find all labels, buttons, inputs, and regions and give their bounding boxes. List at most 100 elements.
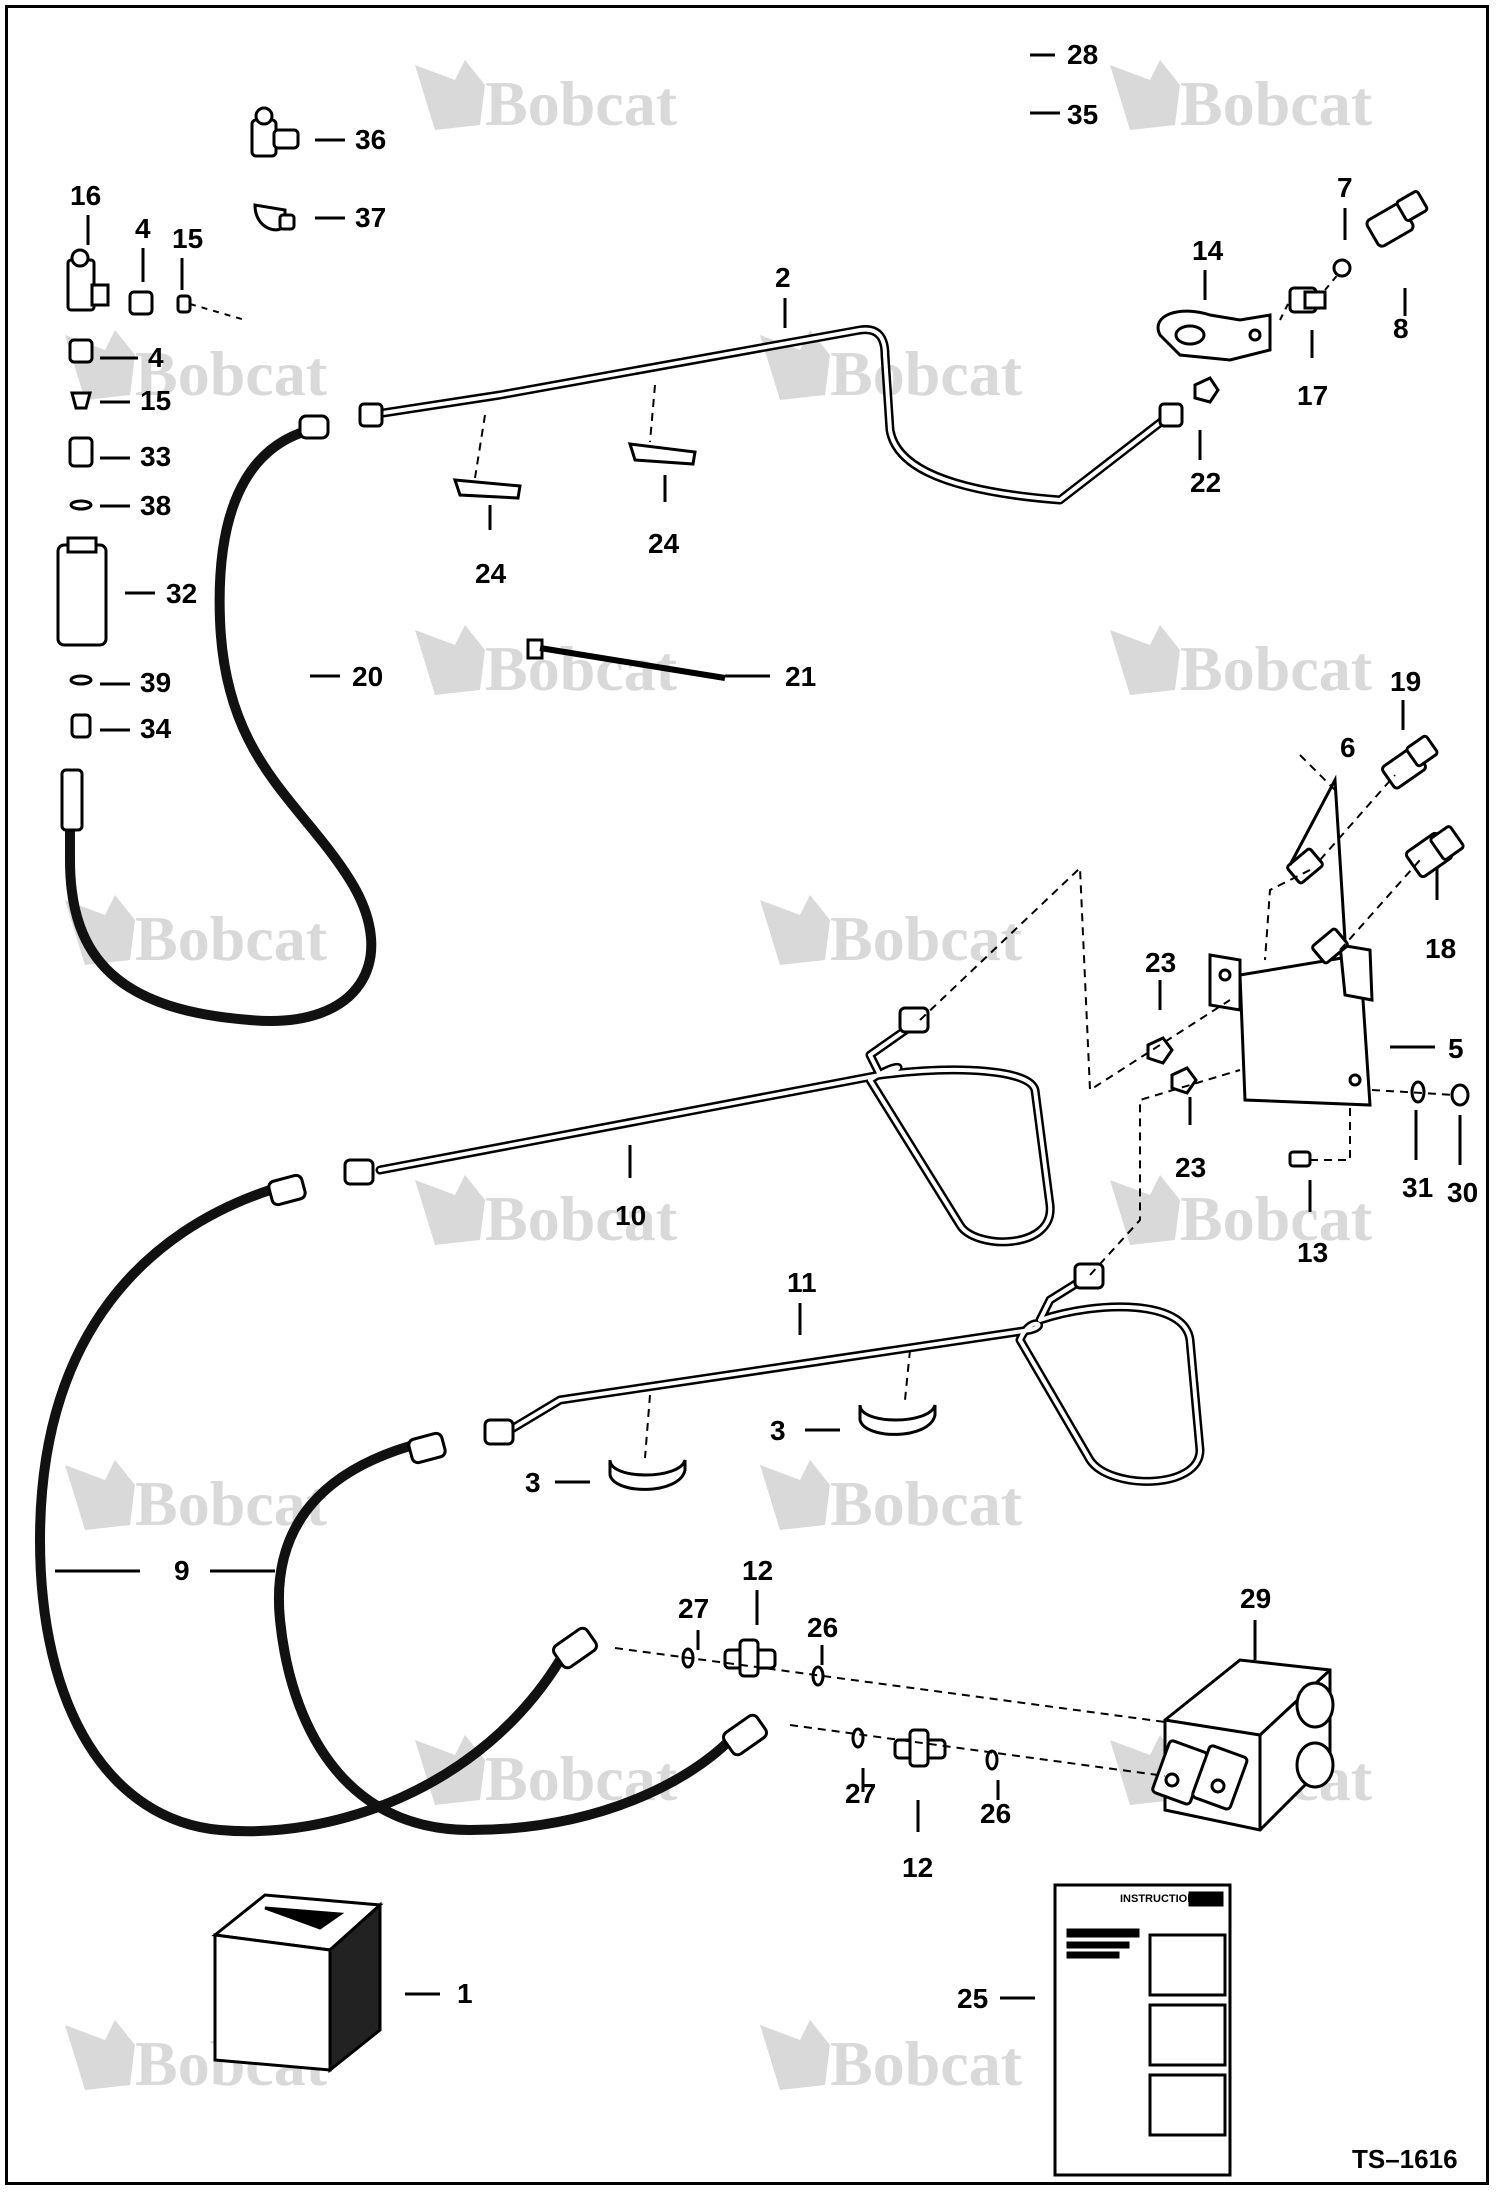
callout-14: 14	[1192, 235, 1224, 266]
callout-27a: 27	[678, 1593, 709, 1624]
bobcat-watermark: Bobcat	[830, 903, 1023, 974]
callout-29: 29	[1240, 1583, 1271, 1614]
bobcat-watermark: Bobcat	[485, 1743, 678, 1814]
bobcat-watermark: Bobcat	[135, 903, 328, 974]
callout-16: 16	[70, 180, 101, 211]
callout-36: 36	[355, 124, 386, 155]
bobcat-logo-icon	[415, 1175, 485, 1245]
callout-30: 30	[1447, 1177, 1478, 1208]
bobcat-watermark: Bobcat	[1180, 68, 1373, 139]
hose-9b	[273, 1441, 735, 1836]
callout-37: 37	[355, 202, 386, 233]
callout-19: 19	[1390, 666, 1421, 697]
callout-12b: 12	[902, 1852, 933, 1883]
callout-6-vee	[1288, 774, 1347, 941]
callout-6: 6	[1340, 732, 1356, 763]
bobcat-watermark: Bobcat	[135, 338, 328, 409]
valve-dashes	[614, 1647, 1166, 1777]
callout-25: 25	[957, 1983, 988, 2014]
callout-38: 38	[140, 490, 171, 521]
drawing-id: TS–1616	[1352, 2144, 1458, 2174]
callouts: 28 35 36 37 16 4 15 4 15 33 38 32 39 34 …	[70, 39, 1478, 2014]
callout-13: 13	[1297, 1237, 1328, 1268]
callout-12a: 12	[742, 1555, 773, 1586]
callout-3b: 3	[525, 1467, 541, 1498]
callout-8: 8	[1393, 313, 1409, 344]
tube-11	[505, 1270, 1205, 1486]
bobcat-logo-icon	[1110, 1175, 1180, 1245]
bobcat-logo-icon	[415, 60, 485, 130]
bobcat-watermark: Bobcat	[830, 338, 1023, 409]
hose-9a	[34, 1185, 565, 1837]
fittings-36-37	[250, 106, 300, 232]
bracket-14-dash	[1279, 271, 1341, 321]
bobcat-logo-icon	[1110, 625, 1180, 695]
bobcat-logo-icon	[415, 625, 485, 695]
callout-20: 20	[352, 661, 383, 692]
callout-26b: 26	[980, 1798, 1011, 1829]
callout-24b: 24	[648, 528, 680, 559]
leader-lines	[55, 53, 1462, 2000]
bobcat-watermark: Bobcat	[485, 1183, 678, 1254]
callout-26a: 26	[807, 1612, 838, 1643]
callout-23a: 23	[1145, 947, 1176, 978]
callout-34: 34	[140, 713, 172, 744]
bobcat-logo-icon	[65, 2020, 135, 2090]
callout-15b: 15	[140, 385, 171, 416]
decal-25	[1053, 1883, 1232, 2177]
bobcat-watermark: Bobcat	[830, 1468, 1023, 1539]
filter-stack	[56, 248, 192, 739]
callout-1: 1	[457, 1978, 473, 2009]
callout-17: 17	[1297, 380, 1328, 411]
bobcat-logo-icon	[760, 895, 830, 965]
callout-31: 31	[1402, 1172, 1433, 1203]
filter-dash	[189, 303, 246, 321]
callout-10: 10	[615, 1200, 646, 1231]
bobcat-watermark: Bobcat	[485, 633, 678, 704]
bobcat-logo-icon	[1110, 60, 1180, 130]
bracket-5	[1208, 943, 1374, 1107]
callout-35: 35	[1067, 99, 1098, 130]
callout-9: 9	[174, 1555, 190, 1586]
callout-27b: 27	[845, 1778, 876, 1809]
bobcat-watermark: Bobcat	[1180, 633, 1373, 704]
callout-5: 5	[1448, 1033, 1464, 1064]
bobcat-watermark: Bobcat	[830, 2028, 1023, 2099]
clamps	[452, 442, 937, 1491]
callout-15a: 15	[172, 223, 203, 254]
tube-2	[365, 325, 1175, 505]
bobcat-logo-icon	[65, 1460, 135, 1530]
bracket-14	[1156, 309, 1272, 404]
hose-fittings	[60, 414, 768, 1757]
callout-32: 32	[166, 578, 197, 609]
callout-22: 22	[1190, 467, 1221, 498]
callout-24a: 24	[475, 558, 507, 589]
valve-29	[1151, 1658, 1335, 1832]
callout-33: 33	[140, 441, 171, 472]
callout-39: 39	[140, 667, 171, 698]
fittings-7-8-17	[1288, 190, 1429, 314]
decal-heading: INSTRUCTIONS	[1120, 1893, 1203, 1905]
bobcat-logo-icon	[760, 1460, 830, 1530]
callout-18: 18	[1425, 933, 1456, 964]
callout-3a: 3	[770, 1415, 786, 1446]
callout-28: 28	[1067, 39, 1098, 70]
tube-10	[375, 1015, 1055, 1247]
bobcat-watermark: Bobcat	[1180, 1183, 1373, 1254]
cable-tie-21	[526, 638, 726, 681]
callout-11: 11	[787, 1267, 817, 1298]
callout-21: 21	[785, 661, 816, 692]
callout-7: 7	[1337, 172, 1353, 203]
callout-2: 2	[775, 262, 791, 293]
bobcat-logo-icon	[760, 2020, 830, 2090]
clamp-leaders	[474, 384, 911, 1459]
hose-20	[65, 423, 377, 1026]
bracket-5-dashes	[919, 754, 1456, 1276]
callout-4b: 4	[148, 342, 164, 373]
tube-nuts	[343, 402, 1184, 1446]
bobcat-watermark: Bobcat	[485, 68, 678, 139]
fittings-6-18-19-23	[1146, 734, 1470, 1168]
callout-4a: 4	[135, 213, 151, 244]
